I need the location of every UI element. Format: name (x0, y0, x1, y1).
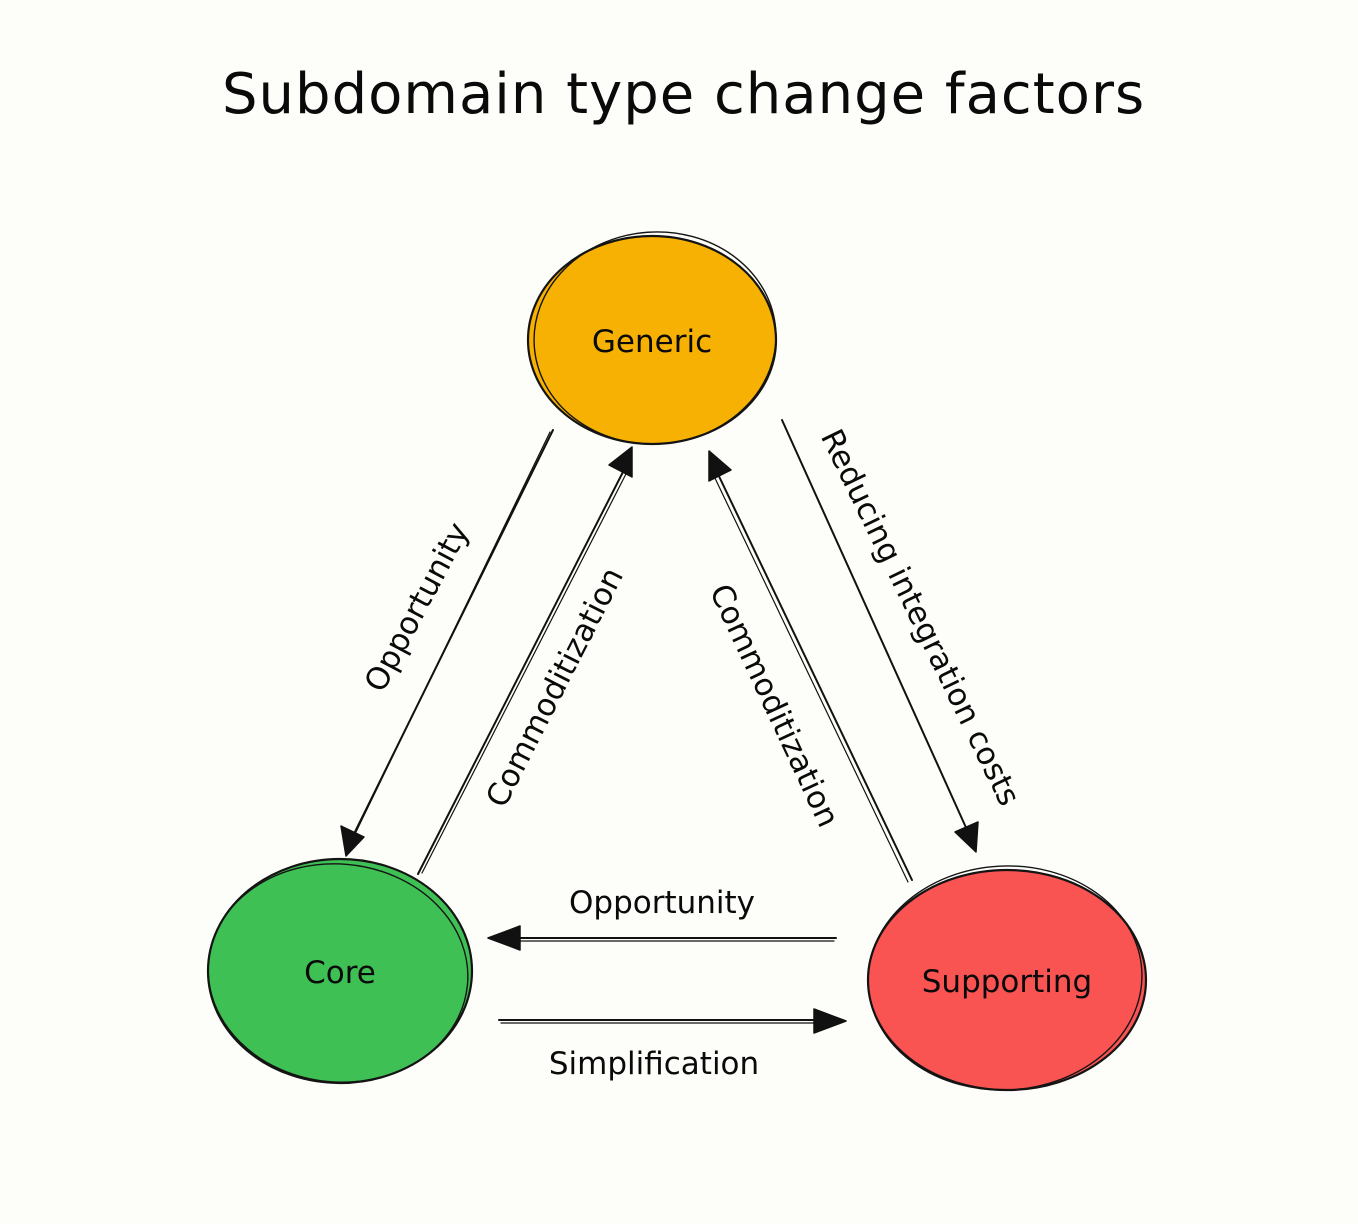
edge-supporting-to-generic-label: Commoditization (702, 579, 846, 833)
edge-supporting-to-generic-line (715, 469, 913, 881)
edge-generic-to-core-arrowhead (340, 825, 365, 857)
node-core-label: Core (304, 955, 376, 991)
edge-generic-to-core-label: Opportunity (358, 517, 477, 698)
edge-generic-to-supporting-label: Reducing integration costs (813, 424, 1027, 812)
edge-core-to-generic-arrowhead (608, 446, 633, 478)
node-core-sketch (207, 863, 469, 1083)
edge-core-to-generic-line (417, 467, 626, 875)
edge-core-to-supporting-label: Simplification (549, 1046, 759, 1082)
edge-supporting-to-core: Opportunity (487, 885, 837, 951)
node-generic: Generic (526, 231, 778, 446)
edge-supporting-to-core-label: Opportunity (569, 885, 755, 921)
node-supporting-label: Supporting (922, 964, 1093, 1000)
edge-core-to-generic: Commoditization (417, 446, 633, 875)
edge-core-to-generic-label: Commoditization (479, 562, 631, 813)
edge-supporting-to-generic-arrowhead (708, 450, 732, 482)
edge-core-to-generic-line-sketch (421, 469, 629, 874)
edge-supporting-to-core-arrowhead (487, 925, 521, 951)
edge-core-to-supporting: Simplification (498, 1008, 847, 1082)
node-supporting-sketch (867, 865, 1143, 1091)
node-generic-sketch (533, 231, 777, 445)
edge-generic-to-core-line-sketch (354, 431, 551, 835)
node-supporting: Supporting (866, 865, 1148, 1092)
edge-generic-to-supporting-line (781, 419, 969, 833)
node-core: Core (206, 857, 474, 1085)
node-generic-label: Generic (592, 324, 712, 360)
page-title: Subdomain type change factors (222, 62, 1146, 127)
edge-generic-to-supporting-arrowhead (954, 821, 979, 853)
edge-core-to-supporting-arrowhead (813, 1008, 847, 1034)
edge-supporting-to-generic-line-sketch (712, 473, 909, 883)
